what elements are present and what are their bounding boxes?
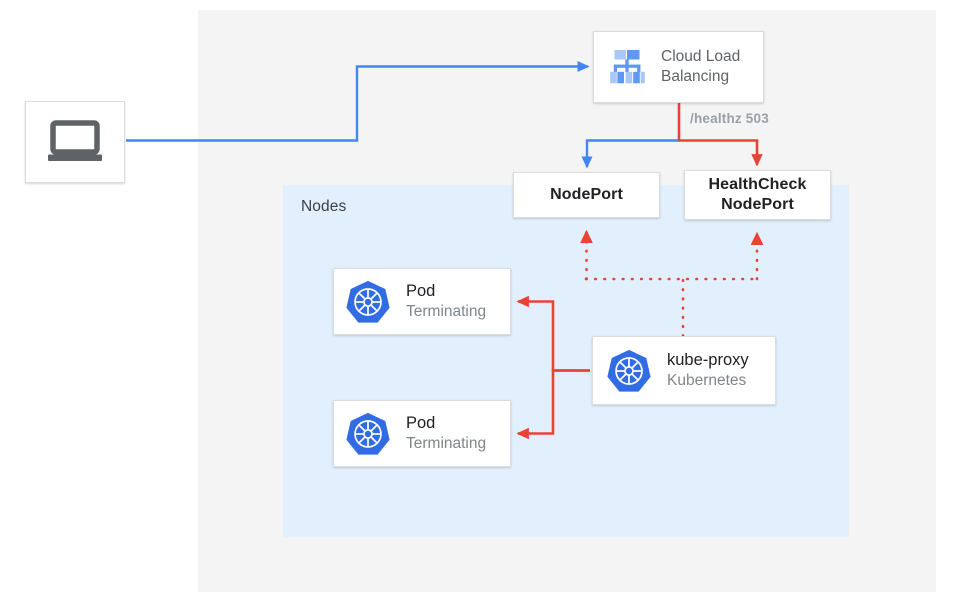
- pod-text: Pod Terminating: [406, 414, 486, 454]
- client-device-card[interactable]: [25, 101, 125, 183]
- load-balancer-icon: [606, 46, 648, 88]
- healthcheck-nodeport-label: HealthCheck NodePort: [708, 175, 806, 214]
- cloud-load-balancing-title-line1: Cloud Load: [661, 47, 741, 65]
- cloud-load-balancing-card[interactable]: Cloud Load Balancing: [593, 31, 764, 103]
- pod-title: Pod: [406, 413, 436, 432]
- healthz-edge-label: /healthz 503: [690, 111, 769, 126]
- pod-title: Pod: [406, 281, 436, 300]
- pod-card[interactable]: Pod Terminating: [333, 400, 511, 467]
- nodeport-card[interactable]: NodePort: [513, 172, 660, 218]
- kube-proxy-title: kube-proxy: [667, 350, 749, 369]
- laptop-icon: [46, 120, 104, 164]
- pod-status: Terminating: [406, 435, 487, 453]
- healthcheck-nodeport-line2: NodePort: [721, 196, 794, 213]
- kubernetes-icon: [344, 410, 392, 458]
- healthcheck-nodeport-line1: HealthCheck: [708, 176, 807, 194]
- kubernetes-icon: [605, 347, 653, 395]
- cloud-load-balancing-label: Cloud Load Balancing: [661, 47, 740, 88]
- pod-text: Pod Terminating: [406, 282, 486, 322]
- cloud-load-balancing-title-line2: Balancing: [661, 68, 730, 85]
- nodeport-label: NodePort: [550, 186, 623, 204]
- kube-proxy-subtitle: Kubernetes: [667, 372, 747, 390]
- kubernetes-icon: [344, 278, 392, 326]
- nodes-panel-label: Nodes: [301, 198, 347, 215]
- kube-proxy-card[interactable]: kube-proxy Kubernetes: [592, 336, 776, 405]
- kube-proxy-text: kube-proxy Kubernetes: [667, 351, 749, 391]
- pod-card[interactable]: Pod Terminating: [333, 268, 511, 335]
- pod-status: Terminating: [406, 303, 487, 321]
- healthcheck-nodeport-card[interactable]: HealthCheck NodePort: [684, 170, 831, 220]
